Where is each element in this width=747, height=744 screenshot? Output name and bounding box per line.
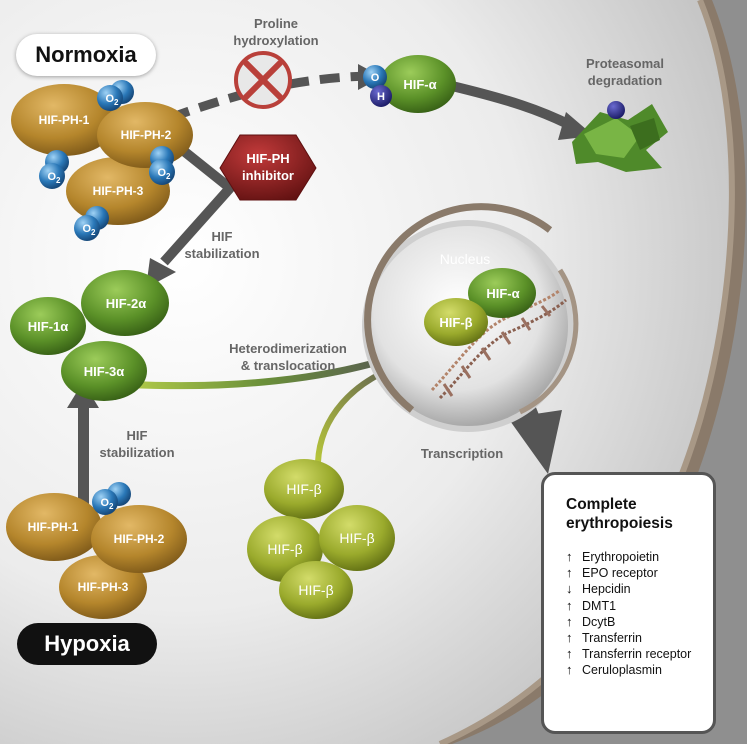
hypoxia-label: Hypoxia [17, 623, 157, 665]
normoxia-label: Normoxia [16, 34, 156, 76]
effect-item: ↑ Erythropoietin [566, 549, 713, 565]
effect-text: EPO receptor [582, 566, 658, 581]
hif-beta-label: HIF-β [267, 541, 302, 557]
enzyme-hypoxia-ph2 [91, 505, 187, 573]
enzyme-label: HIF-PH-2 [114, 532, 165, 546]
oxygen-label: O2 [82, 223, 96, 237]
oxygen-label: O2 [105, 93, 119, 107]
effect-item: ↑ Transferrin receptor [566, 646, 713, 662]
inhibitor-label-1: HIF-PH [246, 151, 289, 166]
hif-stabilization-normoxia-label-1: HIF [212, 229, 233, 244]
effect-item: ↓ Hepcidin [566, 581, 713, 597]
hif-beta-molecule [319, 505, 395, 571]
nuclear-hif-alpha-label: HIF-α [486, 286, 519, 301]
effect-item: ↑ DMT1 [566, 598, 713, 614]
hydroxyl-o-label: O [371, 72, 380, 84]
hif-ph-inhibitor [219, 134, 317, 201]
arrow-up-icon: ↑ [566, 549, 573, 564]
enzyme-label: HIF-PH-3 [93, 184, 144, 198]
effect-text: Transferrin receptor [582, 647, 692, 662]
effect-list: ↑Erythropoietin ↑EPO receptor ↓Hepcidin … [566, 549, 713, 679]
nuclear-hif-beta-label: HIF-β [439, 315, 472, 330]
oxygen-molecule-icon [39, 150, 69, 189]
hif-beta-molecule [279, 561, 353, 619]
oxygen-label: O2 [47, 171, 61, 185]
hif-alpha-label: HIF-α [403, 77, 436, 92]
arrow-up-icon: ↑ [566, 613, 573, 629]
panel-title: Complete erythropoiesis [566, 495, 696, 533]
hif-2a-molecule [81, 270, 169, 336]
nucleus-label: Nucleus [440, 251, 491, 267]
proteasomal-degradation-label-2: degradation [588, 73, 662, 88]
enzyme-label: HIF-PH-1 [39, 113, 90, 127]
enzyme-label: HIF-PH-1 [28, 520, 79, 534]
effect-text: Erythropoietin [582, 550, 660, 564]
effect-item: ↑ DcytB [566, 614, 713, 630]
proline-hydroxylation-label-1: Proline [254, 16, 298, 31]
effect-text: DMT1 [582, 598, 617, 613]
arrow-up-icon: ↑ [566, 597, 573, 613]
enzyme-label: HIF-PH-2 [121, 128, 172, 142]
dna-helix [430, 288, 567, 400]
effect-text: DcytB [582, 614, 616, 629]
nuclear-hif-alpha [468, 268, 536, 318]
oxygen-label: O2 [100, 497, 114, 511]
hif-2a-label: HIF-2α [106, 296, 147, 311]
arrow-up-icon: ↑ [566, 646, 573, 662]
hif-beta-label: HIF-β [286, 481, 321, 497]
effect-item: ↑ EPO receptor [566, 565, 713, 581]
hif-beta-label: HIF-β [298, 582, 333, 598]
arrow-up-icon: ↑ [566, 630, 573, 646]
oxygen-molecule-icon [149, 146, 175, 185]
inhibitor-label-2: inhibitor [242, 168, 294, 183]
oxygen-molecule-icon [92, 482, 131, 515]
erythropoiesis-panel: Complete erythropoiesis ↑Erythropoietin … [541, 472, 716, 734]
hif-1a-label: HIF-1α [28, 319, 69, 334]
heterodimerization-label-1: Heterodimerization [229, 341, 347, 356]
proteasome-icon [572, 101, 668, 172]
hydroxyl-h-label: H [377, 91, 385, 103]
hif-stabilization-hypoxia-label-2: stabilization [99, 445, 174, 460]
hydroxyl-group-icon [363, 65, 392, 107]
enzyme-normoxia-ph1 [11, 84, 117, 156]
proline-hydroxylation-label-2: hydroxylation [233, 33, 318, 48]
nuclear-hif-beta [424, 298, 488, 346]
effect-text: Hepcidin [582, 582, 631, 597]
effect-text: Transferrin [582, 631, 642, 646]
arrow-up-icon: ↑ [566, 565, 573, 581]
effect-item: ↑ Ceruloplasmin [566, 662, 713, 678]
hif-alpha-targeted [380, 55, 456, 113]
oxygen-molecule-icon [74, 206, 109, 241]
hif-beta-molecule [264, 459, 344, 519]
panel-title-line: erythropoiesis [566, 515, 673, 532]
proteasomal-degradation-label-1: Proteasomal [586, 56, 664, 71]
blocked-icon [234, 51, 292, 109]
arrow-down-icon: ↓ [566, 581, 573, 597]
effect-item: ↑ Transferrin [566, 630, 713, 646]
enzyme-label: HIF-PH-3 [78, 580, 129, 594]
effect-text: Ceruloplasmin [582, 663, 662, 678]
transcription-label: Transcription [421, 446, 503, 461]
heterodimerization-label-2: & translocation [241, 358, 336, 373]
enzyme-hypoxia-ph1 [6, 493, 102, 561]
hif-stabilization-normoxia-label-2: stabilization [184, 246, 259, 261]
hif-3a-molecule [61, 341, 147, 401]
arrow-up-icon: ↑ [566, 662, 573, 678]
oxygen-label: O2 [157, 167, 171, 181]
hif-beta-label: HIF-β [339, 530, 374, 546]
panel-title-line: Complete [566, 496, 637, 513]
hif-3a-label: HIF-3α [84, 364, 125, 379]
hif-stabilization-hypoxia-label-1: HIF [127, 428, 148, 443]
oxygen-molecule-icon [97, 80, 134, 111]
hif-1a-molecule [10, 297, 86, 355]
